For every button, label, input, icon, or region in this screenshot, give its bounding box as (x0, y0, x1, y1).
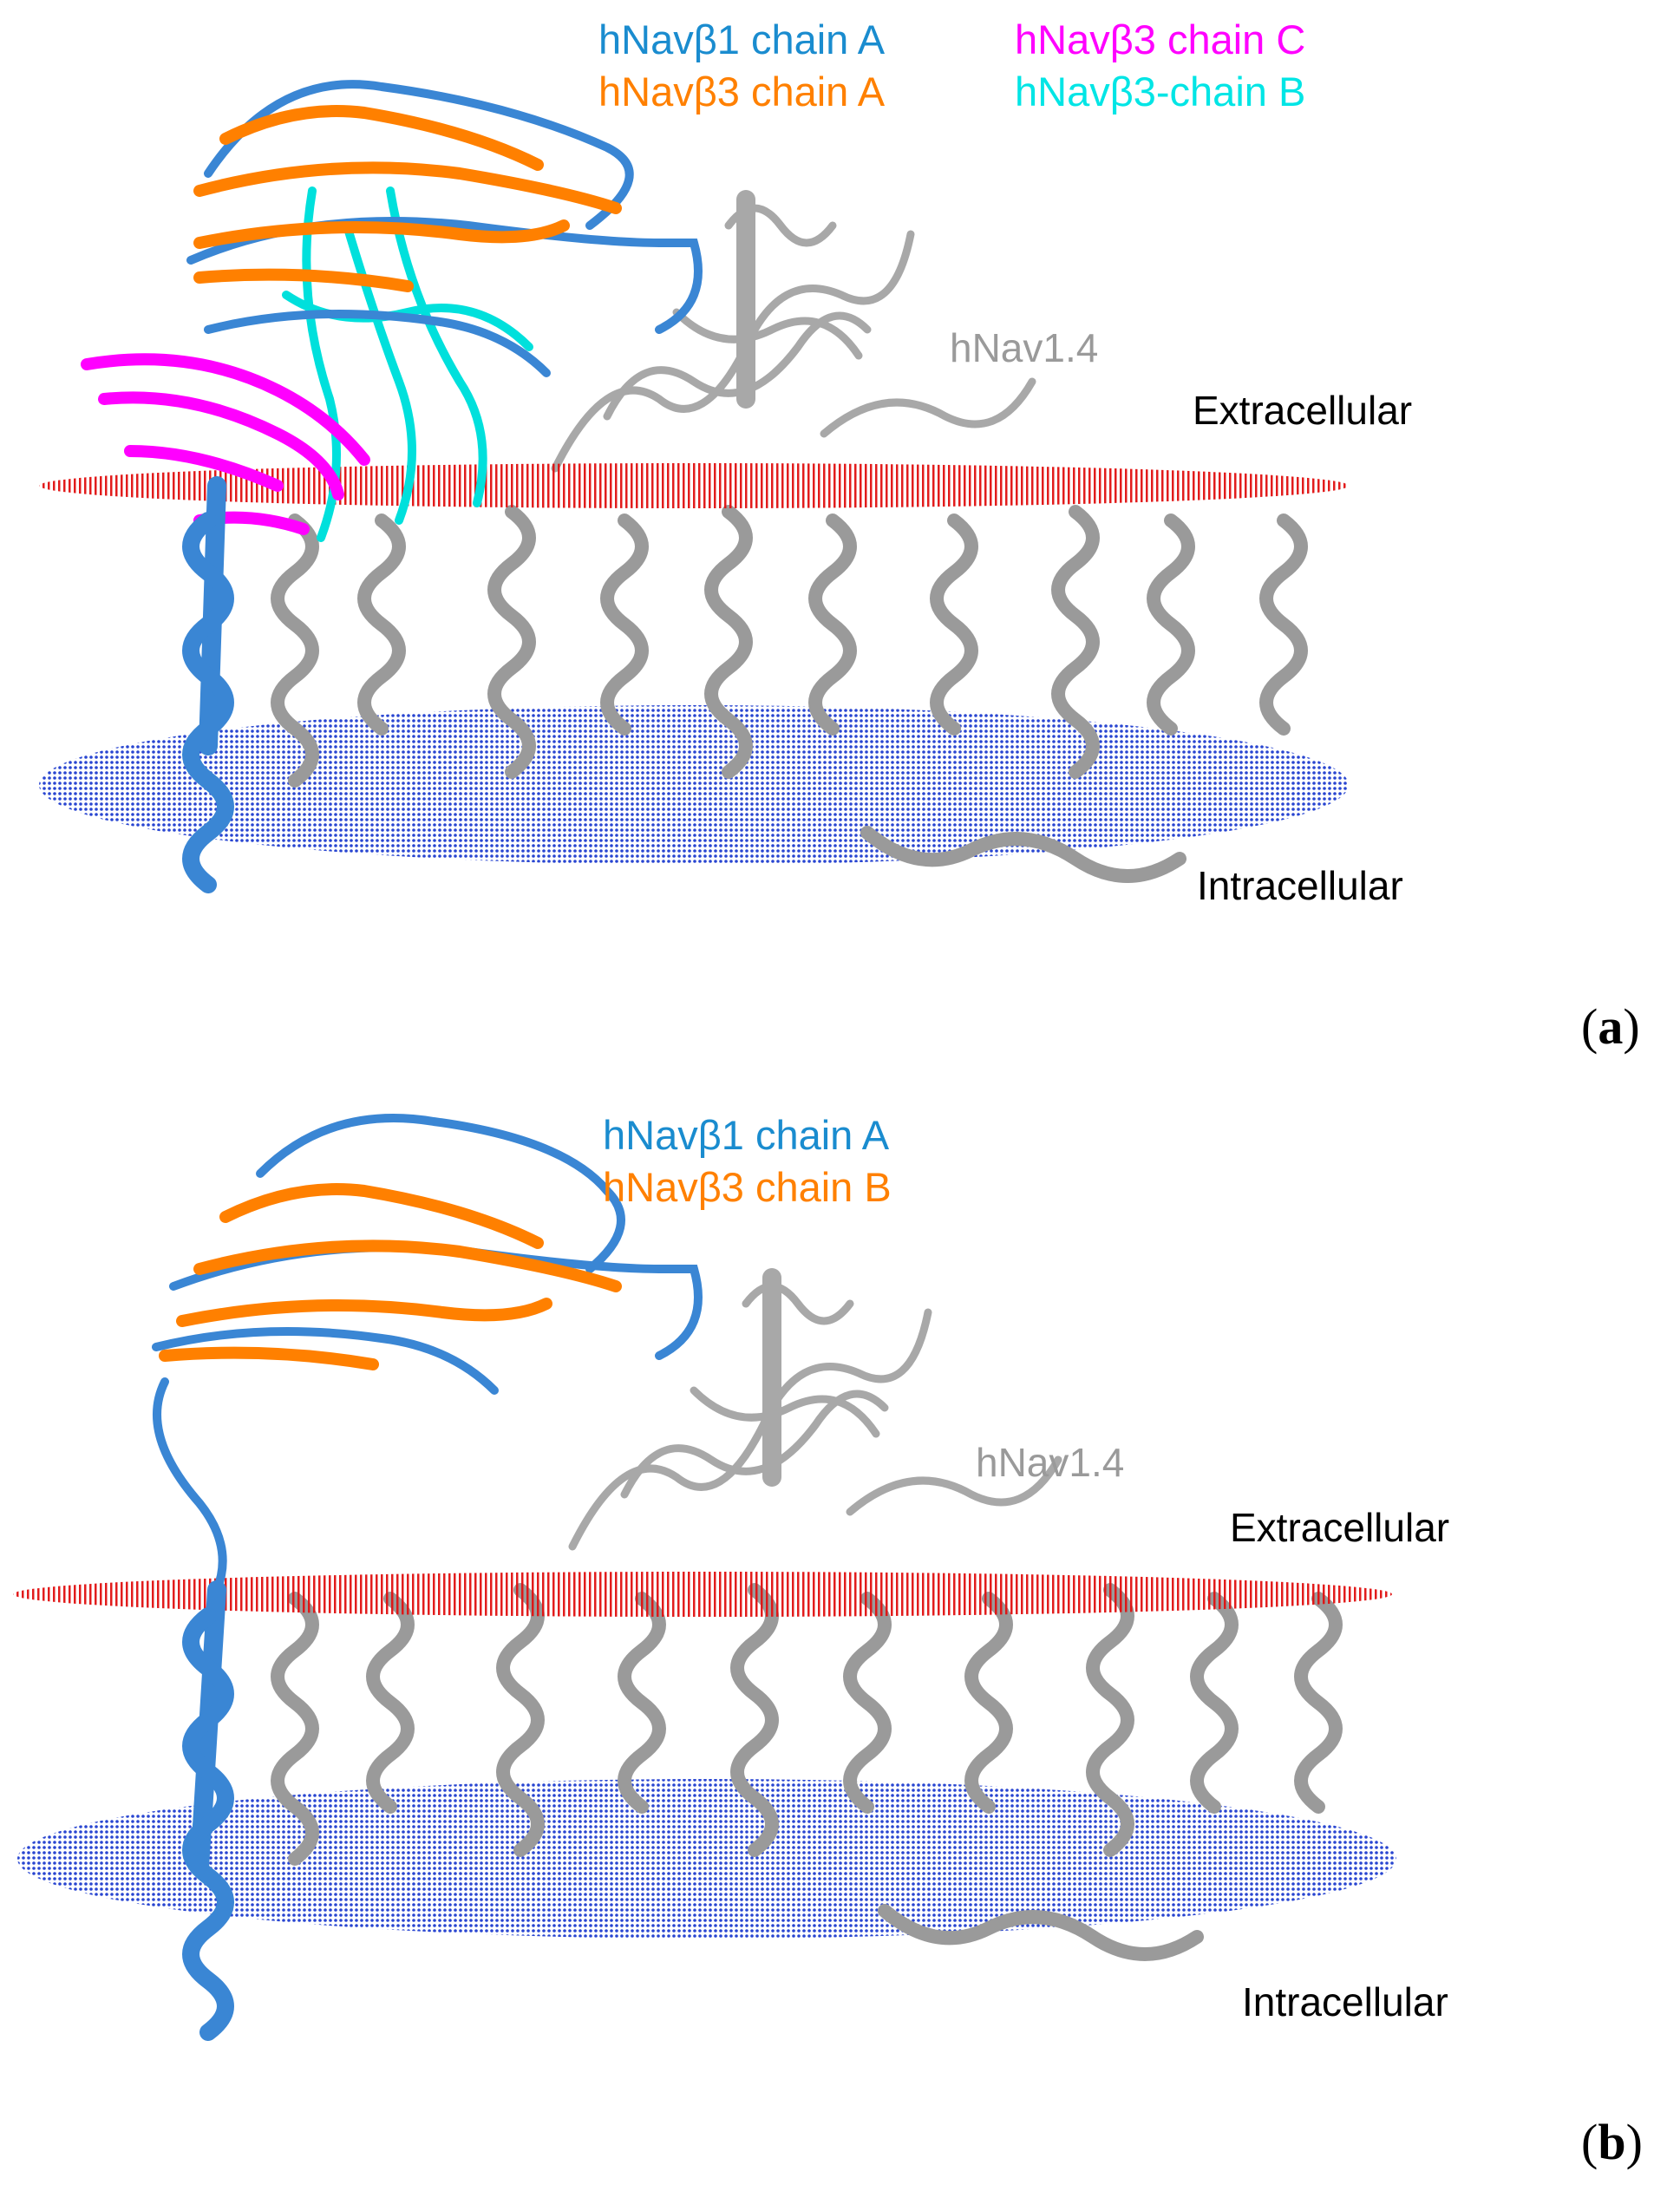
legend-item-beta3-chain-b: hNavβ3-chain B (1015, 69, 1306, 114)
structure-render-b (13, 1114, 1396, 2041)
legend-item-beta1-chain-a: hNavβ1 chain A (603, 1112, 890, 1158)
nav14-transmembrane-helices (271, 1583, 1343, 1961)
panel-letter-a: (a) (1581, 998, 1640, 1055)
protein-label-nav14: hNav1.4 (976, 1440, 1125, 1485)
legend-item-beta3-chain-a: hNavβ3 chain A (598, 69, 886, 114)
protein-label-nav14: hNav1.4 (950, 325, 1099, 370)
structure-render-a (39, 80, 1349, 893)
panel-a: hNavβ1 chain A hNavβ3 chain A hNavβ3 cha… (39, 16, 1640, 1055)
intracellular-membrane-plane (17, 1779, 1396, 1939)
nav14-extracellular-domain (568, 1268, 1062, 1551)
beta3-chain-a-ribbon (193, 105, 622, 292)
beta1-chain-a-ribbon (152, 1114, 703, 2041)
beta1-chain-a-ribbon (182, 80, 703, 893)
legend-item-beta1-chain-a: hNavβ1 chain A (598, 16, 886, 62)
intracellular-label: Intracellular (1242, 1979, 1448, 2024)
extracellular-membrane-plane (39, 463, 1349, 508)
nav14-transmembrane-helices (271, 505, 1308, 883)
extracellular-label: Extracellular (1230, 1505, 1450, 1550)
intracellular-membrane-plane (39, 705, 1349, 865)
beta3-chain-c-ribbon (81, 353, 370, 535)
panel-b: hNavβ1 chain A hNavβ3 chain B hNav1.4 Ex… (0, 1096, 1680, 2191)
panel-letter-b: (b) (1581, 2114, 1643, 2170)
intracellular-label: Intracellular (1197, 863, 1403, 908)
extracellular-membrane-plane (13, 1572, 1392, 1617)
legend-item-beta3-chain-b: hNavβ3 chain B (603, 1164, 892, 1210)
legend-item-beta3-chain-c: hNavβ3 chain C (1015, 16, 1306, 62)
nav14-extracellular-domain (551, 190, 1036, 473)
beta3-chain-b-ribbon (159, 1183, 622, 1370)
extracellular-label: Extracellular (1193, 388, 1413, 433)
